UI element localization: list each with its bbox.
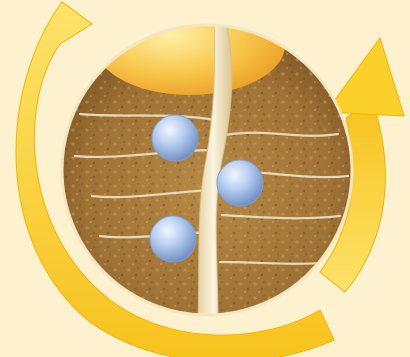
nutrient-bubble xyxy=(152,115,198,161)
soil-cross-section xyxy=(50,0,370,330)
nutrient-bubble xyxy=(150,216,196,262)
nutrient-bubble xyxy=(217,160,263,206)
